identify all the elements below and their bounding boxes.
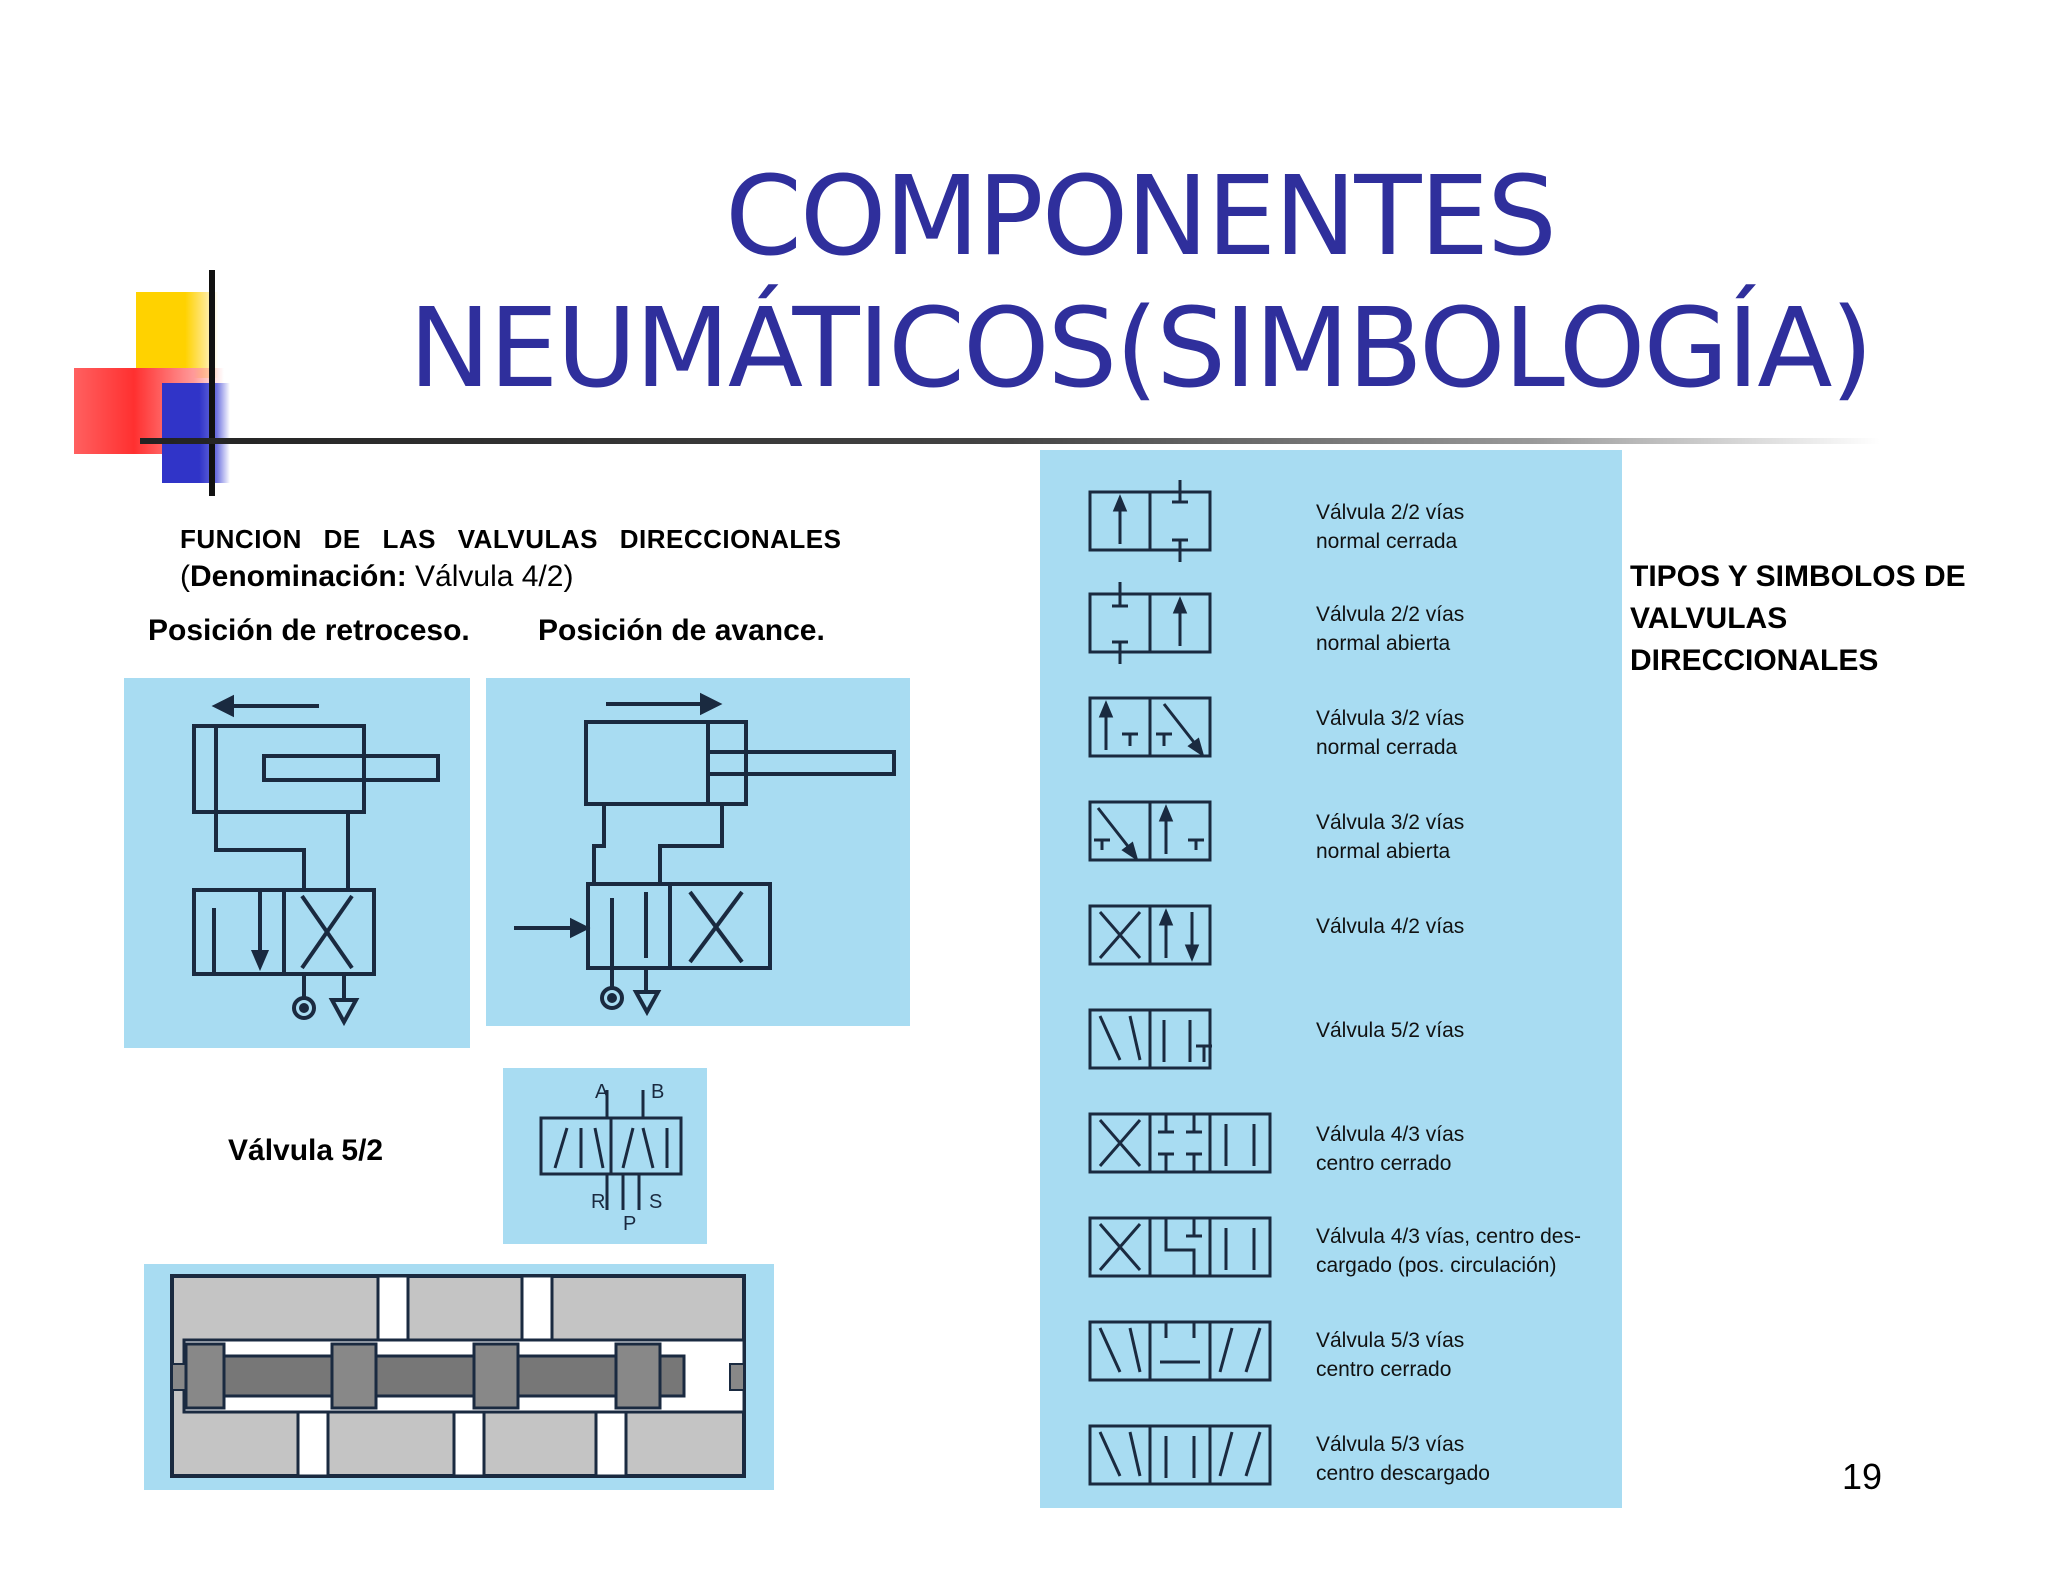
diagram-retroceso-svg: [192, 694, 440, 1027]
valve-2-line2: normal abierta: [1316, 632, 1451, 655]
valve-8-line1: Válvula 4/3 vías, centro des-: [1316, 1225, 1581, 1248]
diagram-spool-svg: [170, 1274, 746, 1478]
valve-5-line1: Válvula 4/2 vías: [1316, 915, 1465, 938]
denomination: (Denominación: Válvula 4/2): [180, 560, 573, 594]
symbol-22-na: [1088, 582, 1212, 664]
page-title: COMPONENTES NEUMÁTICOS(SIMBOLOGÍA): [330, 150, 1950, 414]
valve-7-line2: centro cerrado: [1316, 1152, 1452, 1175]
valve-7-line1: Válvula 4/3 vías: [1316, 1123, 1465, 1146]
valve-label-9: Válvula 5/3 vías centro cerrado: [1316, 1326, 1616, 1384]
port-label-a: A: [595, 1081, 609, 1103]
symbol-43-cc: [1088, 1112, 1272, 1174]
port-label-b: B: [651, 1081, 664, 1103]
valve-9-line1: Válvula 5/3 vías: [1316, 1329, 1465, 1352]
valve-symbols-svg: [1088, 480, 1272, 1486]
symbol-42: [1088, 904, 1212, 966]
symbol-valvula-52: A B R S P: [503, 1068, 707, 1244]
logo-yellow-square: [136, 292, 218, 378]
valve-label-4: Válvula 3/2 vías normal abierta: [1316, 808, 1616, 866]
valve-label-10: Válvula 5/3 vías centro descargado: [1316, 1430, 1616, 1488]
page-number: 19: [1842, 1456, 1883, 1497]
valve-label-1: Válvula 2/2 vías normal cerrada: [1316, 498, 1616, 556]
symbol-53-cd: [1088, 1424, 1272, 1486]
port-label-r: R: [591, 1191, 605, 1213]
valve-4-line1: Válvula 3/2 vías: [1316, 811, 1465, 834]
logo-vertical-line: [209, 270, 215, 496]
valve-label-5: Válvula 4/2 vías: [1316, 912, 1616, 941]
title-underline: [140, 438, 1880, 444]
valve-label-8: Válvula 4/3 vías, centro des-cargado (po…: [1316, 1222, 1616, 1280]
caption-avance: Posición de avance.: [538, 614, 825, 647]
valve-label-3: Válvula 3/2 vías normal cerrada: [1316, 704, 1616, 762]
valve-4-line2: normal abierta: [1316, 840, 1451, 863]
logo-blue-square: [162, 383, 230, 483]
valve-10-line2: centro descargado: [1316, 1462, 1490, 1485]
diagram-avance: [486, 678, 910, 1026]
title-line-1: COMPONENTES: [725, 152, 1557, 280]
valve-3-line1: Válvula 3/2 vías: [1316, 707, 1465, 730]
symbol-valvula-52-svg: A B R S P: [539, 1081, 683, 1235]
port-label-s: S: [649, 1191, 662, 1213]
port-label-p: P: [623, 1213, 636, 1235]
valve-9-line2: centro cerrado: [1316, 1358, 1452, 1381]
valve-types-heading: TIPOS Y SIMBOLOS DE VALVULAS DIRECCIONAL…: [1630, 560, 1966, 677]
diagram-avance-svg: [514, 692, 896, 1017]
symbol-53-cc: [1088, 1320, 1272, 1382]
valve-8-line2: cargado (pos. circulación): [1316, 1254, 1557, 1277]
caption-retroceso: Posición de retroceso.: [148, 614, 470, 647]
diagram-spool-section: [144, 1264, 774, 1490]
section-heading: FUNCION DE LAS VALVULAS DIRECCIONALES: [180, 524, 842, 554]
valve-label-6: Válvula 5/2 vías: [1316, 1016, 1616, 1045]
symbol-43-cd: [1088, 1216, 1272, 1278]
valve-3-line2: normal cerrada: [1316, 736, 1458, 759]
valve-6-line1: Válvula 5/2 vías: [1316, 1019, 1465, 1042]
title-line-2: NEUMÁTICOS(SIMBOLOGÍA): [408, 284, 1874, 412]
denom-value: Válvula 4/2): [406, 560, 574, 593]
diagram-retroceso: [124, 678, 470, 1048]
symbol-32-na: [1088, 800, 1212, 862]
denom-open: (: [180, 560, 190, 593]
valve-10-line1: Válvula 5/3 vías: [1316, 1433, 1465, 1456]
denom-label: Denominación:: [190, 560, 407, 593]
symbol-32-nc: [1088, 696, 1212, 758]
symbol-22-nc: [1088, 480, 1212, 562]
valve-1-line1: Válvula 2/2 vías: [1316, 501, 1465, 524]
valve-label-2: Válvula 2/2 vías normal abierta: [1316, 600, 1616, 658]
symbol-52: [1088, 1008, 1212, 1070]
valve-label-7: Válvula 4/3 vías centro cerrado: [1316, 1120, 1616, 1178]
valve-1-line2: normal cerrada: [1316, 530, 1458, 553]
valve-2-line1: Válvula 2/2 vías: [1316, 603, 1465, 626]
caption-valvula-52: Válvula 5/2: [228, 1134, 384, 1167]
valve-types-panel: Válvula 2/2 vías normal cerrada Válvula 2…: [1040, 450, 1622, 1508]
